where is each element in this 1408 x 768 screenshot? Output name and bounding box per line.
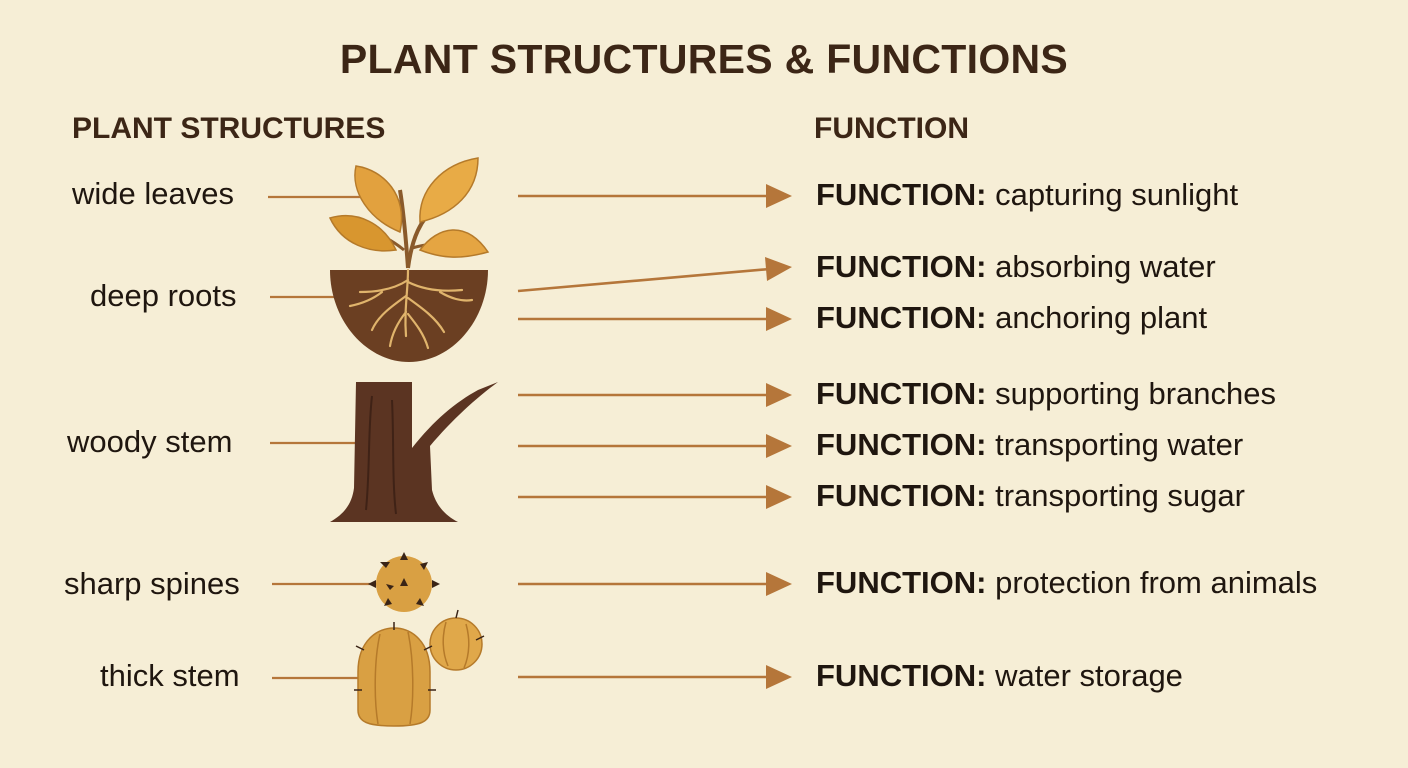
structures-header: PLANT STRUCTURES: [72, 112, 386, 145]
function-prefix: FUNCTION:: [816, 300, 987, 335]
label-deep-roots: deep roots: [90, 278, 237, 313]
roots-soil-icon: [330, 268, 488, 362]
function-text: absorbing water: [995, 249, 1216, 284]
tree-trunk-icon: [330, 382, 498, 522]
arrow-water-storage: [518, 665, 792, 689]
function-item: FUNCTION: anchoring plant: [816, 300, 1207, 336]
function-text: protection from animals: [995, 565, 1318, 600]
arrow-protection: [518, 572, 792, 596]
arrow-supporting-branches: [518, 383, 792, 407]
label-sharp-spines: sharp spines: [64, 566, 240, 601]
function-text: transporting sugar: [995, 478, 1245, 513]
arrow-transporting-water: [518, 434, 792, 458]
function-item: FUNCTION: protection from animals: [816, 565, 1317, 601]
function-item: FUNCTION: transporting sugar: [816, 478, 1245, 514]
function-arrows: [517, 184, 792, 689]
arrow-anchoring-plant: [518, 307, 792, 331]
function-item: FUNCTION: transporting water: [816, 427, 1243, 463]
function-text: capturing sunlight: [995, 177, 1239, 212]
label-woody-stem: woody stem: [67, 424, 233, 459]
function-prefix: FUNCTION:: [816, 249, 987, 284]
function-text: supporting branches: [995, 376, 1277, 411]
label-wide-leaves: wide leaves: [72, 176, 234, 211]
function-prefix: FUNCTION:: [816, 376, 987, 411]
arrow-absorbing-water: [517, 257, 792, 293]
function-item: FUNCTION: capturing sunlight: [816, 177, 1238, 213]
spiny-cactus-icon: [368, 552, 440, 612]
leaf-plant-icon: [328, 157, 490, 269]
function-item: FUNCTION: absorbing water: [816, 249, 1216, 285]
arrow-transporting-sugar: [518, 485, 792, 509]
arrow-capturing-sunlight: [518, 184, 792, 208]
page-title: PLANT STRUCTURES & FUNCTIONS: [339, 36, 1069, 82]
function-item: FUNCTION: supporting branches: [816, 376, 1276, 412]
function-prefix: FUNCTION:: [816, 565, 987, 600]
function-item: FUNCTION: water storage: [816, 658, 1183, 694]
function-text: transporting water: [995, 427, 1244, 462]
function-prefix: FUNCTION:: [816, 427, 987, 462]
label-thick-stem: thick stem: [100, 658, 240, 693]
function-text: water storage: [995, 658, 1183, 693]
function-text: anchoring plant: [995, 300, 1208, 335]
function-header: FUNCTION: [814, 112, 969, 145]
function-prefix: FUNCTION:: [816, 478, 987, 513]
function-prefix: FUNCTION:: [816, 658, 987, 693]
barrel-cactus-icon: [354, 609, 485, 727]
function-prefix: FUNCTION:: [816, 177, 987, 212]
